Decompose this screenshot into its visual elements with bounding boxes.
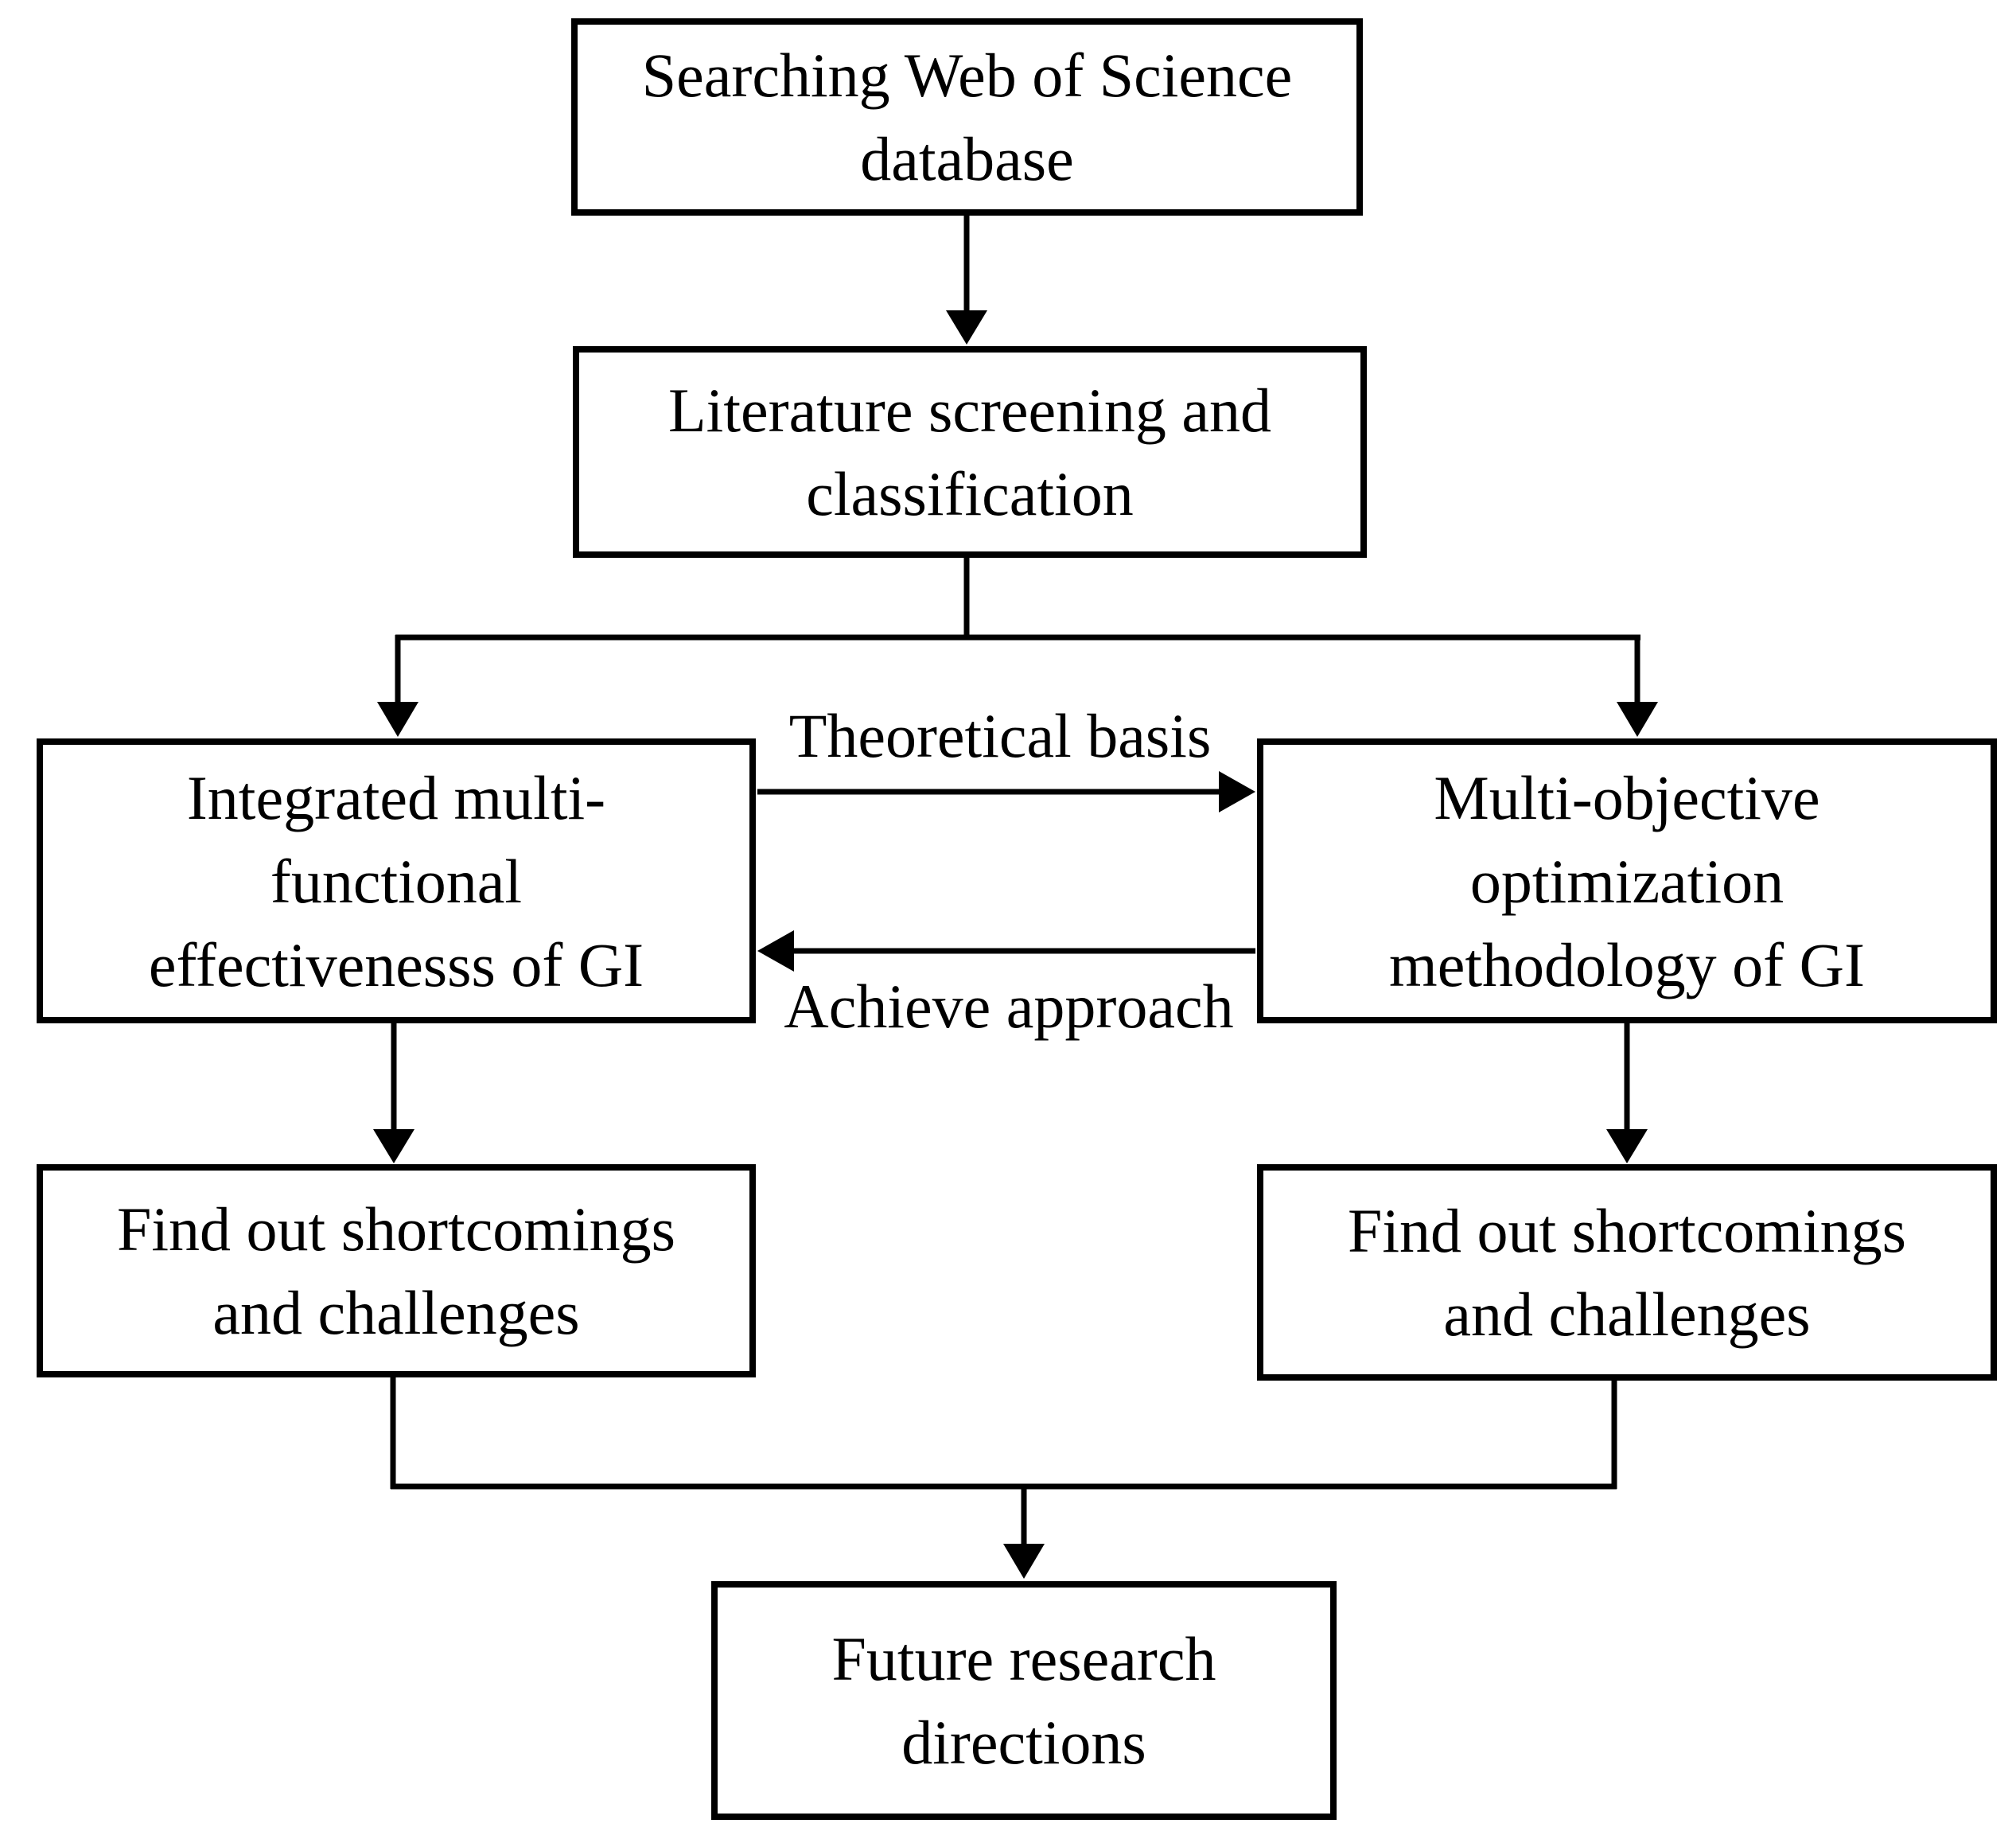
edge-label-theoretical-basis: Theoretical basis: [788, 701, 1212, 770]
node-shortcomings-left: Find out shortcomings and challenges: [37, 1164, 756, 1377]
node-shortcomings-left-label: Find out shortcomings and challenges: [116, 1194, 676, 1347]
node-shortcomings-right-label: Find out shortcomings and challenges: [1347, 1196, 1907, 1349]
node-multiobjective-optimization: Multi-objective optimization methodology…: [1257, 738, 1997, 1023]
arrowhead-left-icon: [757, 930, 794, 972]
node-multifunctional-effectiveness-label: Integrated multi- functional effectivene…: [148, 762, 644, 999]
arrowhead-down-icon: [1617, 702, 1658, 737]
arrowhead-right-icon: [1219, 771, 1255, 812]
arrowhead-down-icon: [946, 310, 987, 345]
node-search-web-of-science-label: Searching Web of Science database: [641, 41, 1293, 193]
node-literature-screening-label: Literature screening and classification: [668, 376, 1271, 528]
node-literature-screening: Literature screening and classification: [573, 346, 1367, 558]
node-shortcomings-right: Find out shortcomings and challenges: [1257, 1164, 1997, 1381]
arrowhead-down-icon: [373, 1129, 414, 1163]
node-multifunctional-effectiveness: Integrated multi- functional effectivene…: [37, 738, 756, 1023]
edge-label-achieve-approach: Achieve approach: [784, 972, 1234, 1041]
arrowhead-down-icon: [377, 702, 418, 737]
arrowhead-down-icon: [1003, 1544, 1045, 1579]
node-search-web-of-science: Searching Web of Science database: [571, 18, 1363, 216]
node-future-research: Future research directions: [711, 1581, 1337, 1820]
node-multiobjective-optimization-label: Multi-objective optimization methodology…: [1389, 762, 1865, 999]
arrowhead-down-icon: [1606, 1129, 1648, 1163]
node-future-research-label: Future research directions: [831, 1624, 1216, 1777]
